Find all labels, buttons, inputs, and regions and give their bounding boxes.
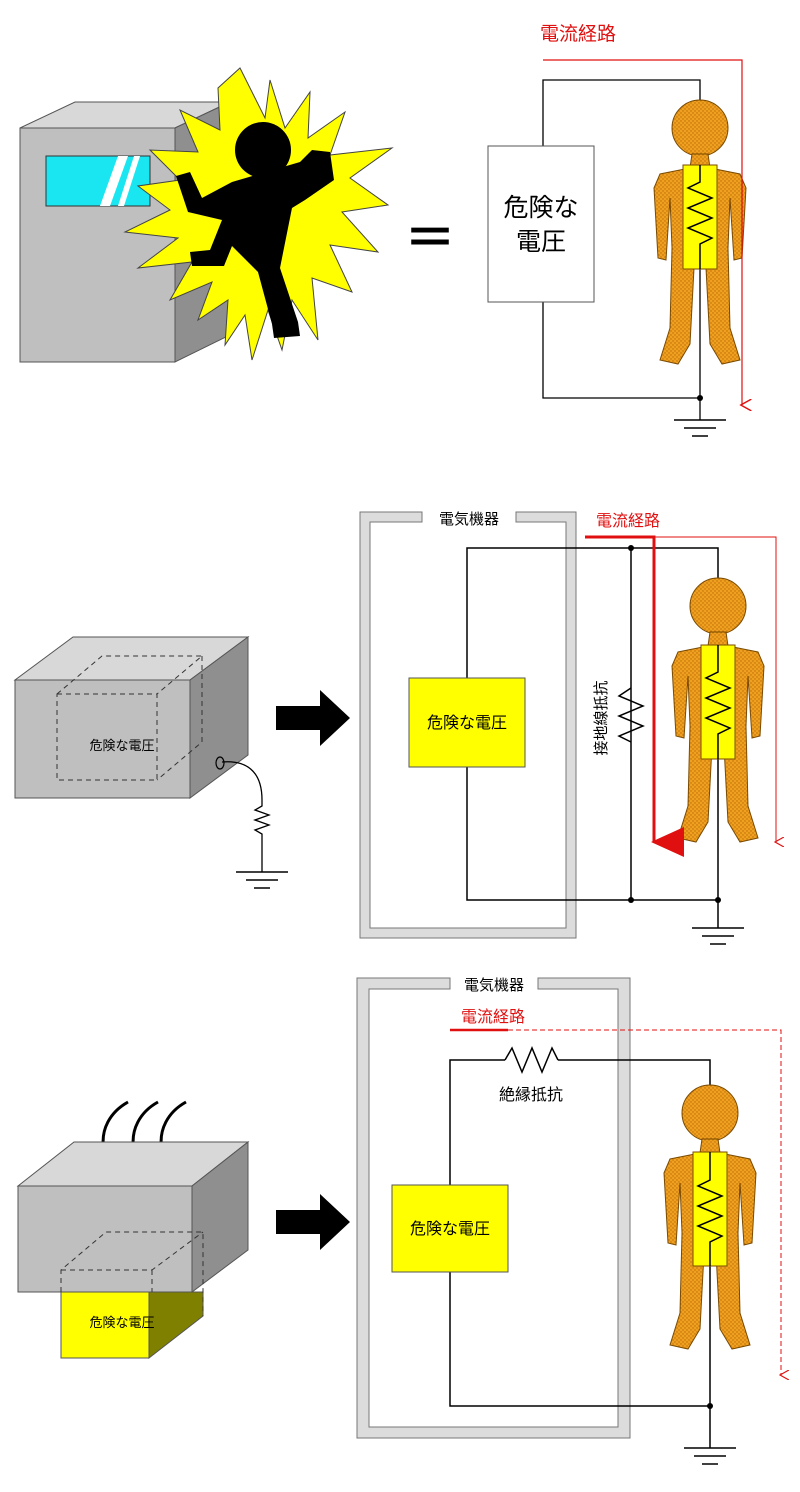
enclosure-label: 電気機器 <box>439 510 499 528</box>
ground-icon <box>673 419 727 437</box>
voltage-label: 危険な電圧 <box>410 1219 490 1238</box>
current-path-label: 電流経路 <box>596 511 660 530</box>
circuit-2: 危険な電圧 接地線抵抗 電流経路 <box>408 511 776 945</box>
ground-resistor-label: 接地線抵抗 <box>592 680 610 755</box>
insulated-device: 危険な電圧 <box>16 1140 250 1360</box>
enclosure-label: 電気機器 <box>464 976 524 994</box>
ground-icon <box>235 871 289 889</box>
panel-2: 危険な電圧 電気機器 危険な電圧 接地線抵抗 <box>13 510 776 945</box>
insulation-resistor-label: 絶縁抵抗 <box>499 1085 563 1104</box>
shocked-person-icon <box>176 122 334 338</box>
voltage-label-line2: 電圧 <box>516 227 566 256</box>
equipment-enclosure: 電気機器 <box>356 976 631 1439</box>
panel-3: 危険な電圧 電気機器 絶縁抵抗 危険な電圧 電流経路 <box>16 976 781 1465</box>
equipment-enclosure: 電気機器 <box>359 510 577 939</box>
ground-icon <box>691 927 745 945</box>
body-resistor-icon <box>686 165 714 269</box>
circuit-3: 絶縁抵抗 危険な電圧 電流経路 <box>391 1007 781 1465</box>
equals-sign: = <box>405 200 455 270</box>
ground-wire-resistor-icon <box>253 800 271 872</box>
body-resistor-icon <box>696 1152 724 1266</box>
ground-icon <box>683 1447 737 1465</box>
arrow-right-icon <box>276 1194 350 1250</box>
device-voltage-label: 危険な電圧 <box>89 739 154 754</box>
grounded-device: 危険な電圧 <box>13 636 289 889</box>
circuit-1: 危険な 電圧 電流経路 <box>487 23 746 437</box>
voltage-label-line1: 危険な <box>503 193 578 222</box>
current-path-label: 電流経路 <box>461 1007 525 1026</box>
body-resistor-icon <box>704 645 732 759</box>
current-path-arrow <box>508 1029 781 1375</box>
arrow-right-icon <box>276 690 350 746</box>
device-voltage-label: 危険な電圧 <box>89 1316 154 1331</box>
current-path-label: 電流経路 <box>540 23 616 45</box>
voltage-source-box <box>487 145 595 303</box>
ground-resistor-icon <box>617 687 645 743</box>
minor-current-path-arrow <box>654 536 776 842</box>
panel-1: = 危険な 電圧 電流経路 <box>19 23 746 437</box>
voltage-label: 危険な電圧 <box>427 713 507 732</box>
insulation-resistor-icon <box>504 1046 559 1074</box>
voltage-source-box <box>408 677 526 768</box>
current-path-arrow <box>543 59 742 405</box>
voltage-source-box <box>391 1184 509 1273</box>
